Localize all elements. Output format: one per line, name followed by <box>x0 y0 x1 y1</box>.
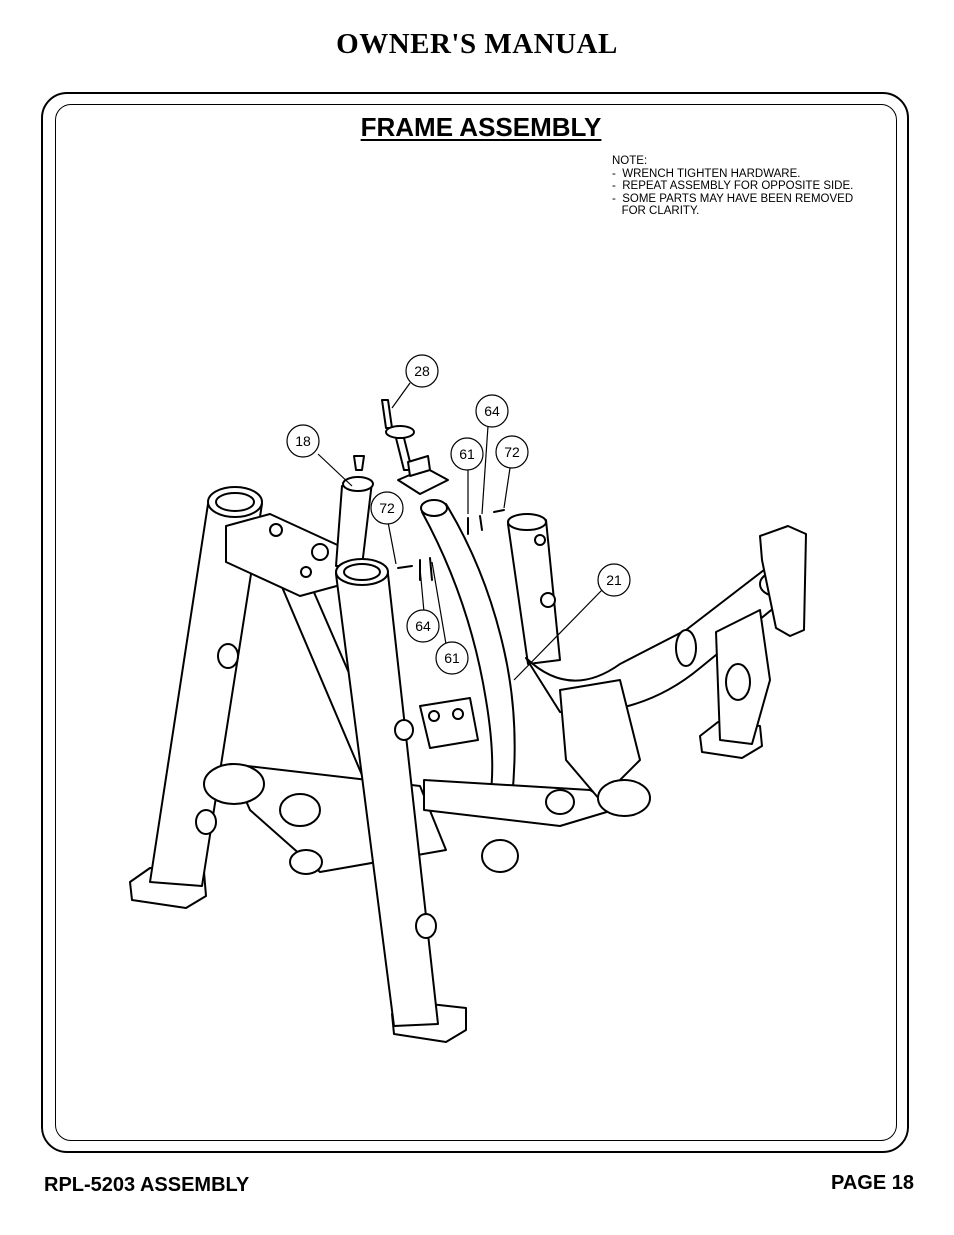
section-title: FRAME ASSEMBLY <box>360 112 602 142</box>
note-line-3: - SOME PARTS MAY HAVE BEEN REMOVED <box>612 192 854 205</box>
assembly-note: NOTE:- WRENCH TIGHTEN HARDWARE.- REPEAT … <box>612 155 853 218</box>
callout-leaders <box>317 382 603 681</box>
callout-64-bottom <box>406 609 440 643</box>
callout-label: 18 <box>295 433 311 449</box>
callout-18 <box>286 424 320 458</box>
callout-label: 64 <box>415 618 431 634</box>
callout-label: 28 <box>414 363 430 379</box>
callout-label: 72 <box>504 444 520 460</box>
callout-21 <box>597 563 631 597</box>
upright-post <box>335 481 373 567</box>
callout-label: 61 <box>459 446 475 462</box>
note-heading: NOTE: <box>612 155 648 167</box>
note-line-2: - REPEAT ASSEMBLY FOR OPPOSITE SIDE. <box>612 180 854 192</box>
inner-border <box>55 104 897 1141</box>
callout-72-left <box>370 491 404 525</box>
base-frame <box>423 779 621 827</box>
note-line-1: - WRENCH TIGHTEN HARDWARE. <box>612 167 801 180</box>
callout-61-bottom <box>435 641 469 675</box>
callout-72-right <box>495 435 529 469</box>
frame-illustration <box>129 399 807 1043</box>
center-column <box>421 503 516 799</box>
callout-64-top <box>475 394 509 428</box>
pivot-block <box>419 697 479 749</box>
callout-label: 61 <box>444 650 460 666</box>
manual-title: OWNER'S MANUAL <box>336 28 618 60</box>
page-number: PAGE 18 <box>831 1172 914 1194</box>
callout-61-top <box>450 437 484 471</box>
outer-border <box>41 92 909 1153</box>
note-line-4: FOR CLARITY. <box>612 205 700 217</box>
pin-part-28 <box>381 399 393 429</box>
callout-label: 64 <box>484 403 500 419</box>
right-upright <box>507 519 561 665</box>
callout-28 <box>405 354 439 388</box>
model-label: RPL-5203 ASSEMBLY <box>44 1174 250 1196</box>
callout-label: 72 <box>379 500 395 516</box>
callout-label: 21 <box>606 572 622 588</box>
rear-bracket <box>759 525 807 637</box>
callout-bubbles <box>286 354 631 675</box>
